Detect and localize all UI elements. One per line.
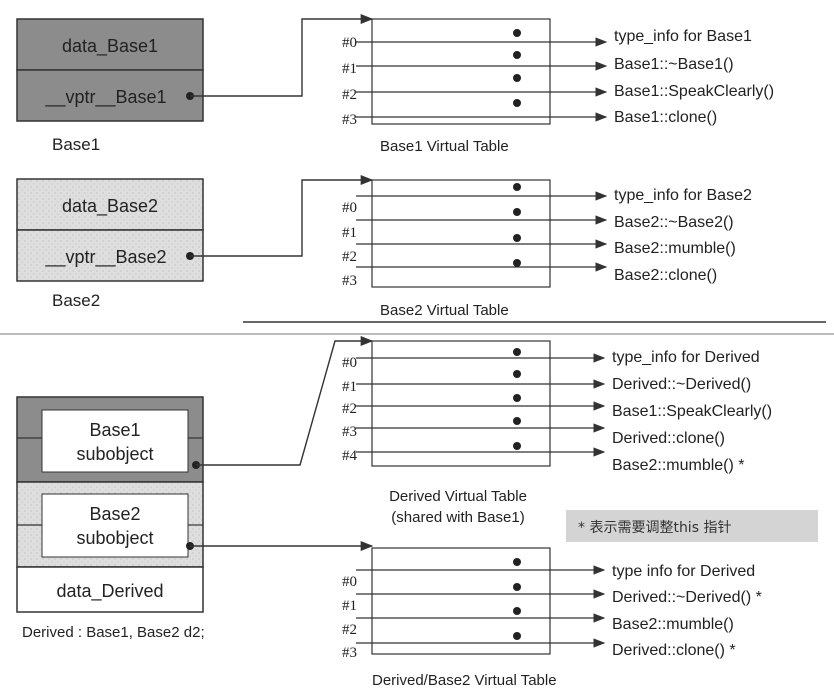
derived-base2-inner (41, 493, 189, 558)
base2-caption: Base2 (52, 291, 100, 310)
vtable-entry: Base2::clone() (614, 267, 717, 284)
vtable-slot-index: #1 (342, 61, 357, 77)
base1-data-field (16, 18, 204, 71)
vtable-slot-index: #3 (342, 645, 357, 661)
derived-base2-vtable-box (371, 547, 551, 655)
base1-object: data_Base1 __vptr__Base1 Base1 (16, 18, 204, 154)
base2-object: data_Base2 __vptr__Base2 Base2 (16, 178, 204, 310)
vtable-slot-index: #0 (342, 200, 357, 216)
vtable-slot-index: #2 (342, 622, 357, 638)
vtable-slot-index: #4 (342, 448, 358, 464)
base2-vptr-label: __vptr__Base2 (44, 247, 166, 268)
derived-vtable-caption: Derived Virtual Table(shared with Base1) (389, 488, 527, 526)
vtable-slot-index: #0 (342, 574, 357, 590)
derived-vtable: #0 #1 #2 #3 #4 type_info for Derived Der… (342, 340, 772, 526)
vtable-entry: Base2::mumble() (612, 616, 734, 633)
vtable-entry: Base2::mumble() * (612, 457, 745, 474)
vtable-slot-index: #0 (342, 355, 357, 371)
vtable-slot-index: #1 (342, 379, 357, 395)
vtable-slot-index: #0 (342, 35, 357, 51)
vtable-slot-index: #3 (342, 273, 357, 289)
vtable-entry: Base1::clone() (614, 109, 717, 126)
vtable-entry: Derived::clone() * (612, 642, 736, 659)
vtable-entry: type_info for Base1 (614, 28, 752, 45)
vtable-slot-index: #3 (342, 424, 357, 440)
base1-vptr-arrow (186, 13, 374, 100)
base2-vtable-caption: Base2 Virtual Table (380, 302, 509, 319)
vtable-entry: type_info for Base2 (614, 187, 752, 204)
base2-vptr-arrow (186, 174, 374, 260)
derived-data-field (16, 566, 204, 613)
vtable-entry: type info for Derived (612, 563, 755, 580)
note-text: * 表示需要调整this 指针 (578, 520, 731, 536)
derived-base1-inner (41, 409, 189, 473)
vtable-entry: Base1::~Base1() (614, 56, 734, 73)
vtable-entry: Base1::SpeakClearly() (614, 83, 774, 100)
base1-data-label: data_Base1 (62, 36, 158, 57)
vtable-entry: Base1::SpeakClearly() (612, 403, 772, 420)
vtable-slot-index: #1 (342, 598, 357, 614)
derived-caption: Derived : Base1, Base2 d2; (22, 624, 205, 641)
derived-vptr1-arrow (192, 335, 374, 469)
base1-caption: Base1 (52, 135, 100, 154)
base1-vptr-label: __vptr__Base1 (44, 87, 166, 108)
derived-vptr2-arrow (186, 540, 374, 552)
base2-vtable-box (371, 179, 551, 288)
derived-base2-vtable: #0 #1 #2 #3 type info for Derived Derive… (342, 547, 762, 689)
vtable-slot-index: #3 (342, 112, 357, 128)
base1-vtable: #0 #1 #2 #3 type_info for Base1 Base1::~… (342, 18, 774, 155)
adjust-this-note: * 表示需要调整this 指针 (566, 510, 818, 542)
vtable-slot-index: #2 (342, 249, 357, 265)
derived-data-label: data_Derived (56, 581, 163, 602)
vtable-entry: type_info for Derived (612, 349, 760, 366)
base1-vtable-caption: Base1 Virtual Table (380, 138, 509, 155)
base2-data-field (16, 178, 204, 231)
note-background (566, 510, 818, 542)
vtable-slot-index: #1 (342, 225, 357, 241)
vtable-entry: Derived::~Derived() (612, 376, 751, 393)
base1-vptr-field (16, 69, 204, 122)
base1-vtable-box (371, 18, 551, 125)
base2-vtable: #0 #1 #2 #3 type_info for Base2 Base2::~… (342, 179, 752, 319)
derived-vtable-box (371, 340, 551, 467)
vtable-entry: Base2::~Base2() (614, 214, 734, 231)
vtable-entry: Derived::clone() (612, 430, 725, 447)
base2-data-label: data_Base2 (62, 196, 158, 217)
vtable-entry: Derived::~Derived() * (612, 589, 762, 606)
vtable-slot-index: #2 (342, 401, 357, 417)
section-divider (0, 321, 834, 335)
vtable-slot-index: #2 (342, 87, 357, 103)
vtable-entry: Base2::mumble() (614, 240, 736, 257)
derived-base2-vtable-caption: Derived/Base2 Virtual Table (372, 672, 557, 689)
